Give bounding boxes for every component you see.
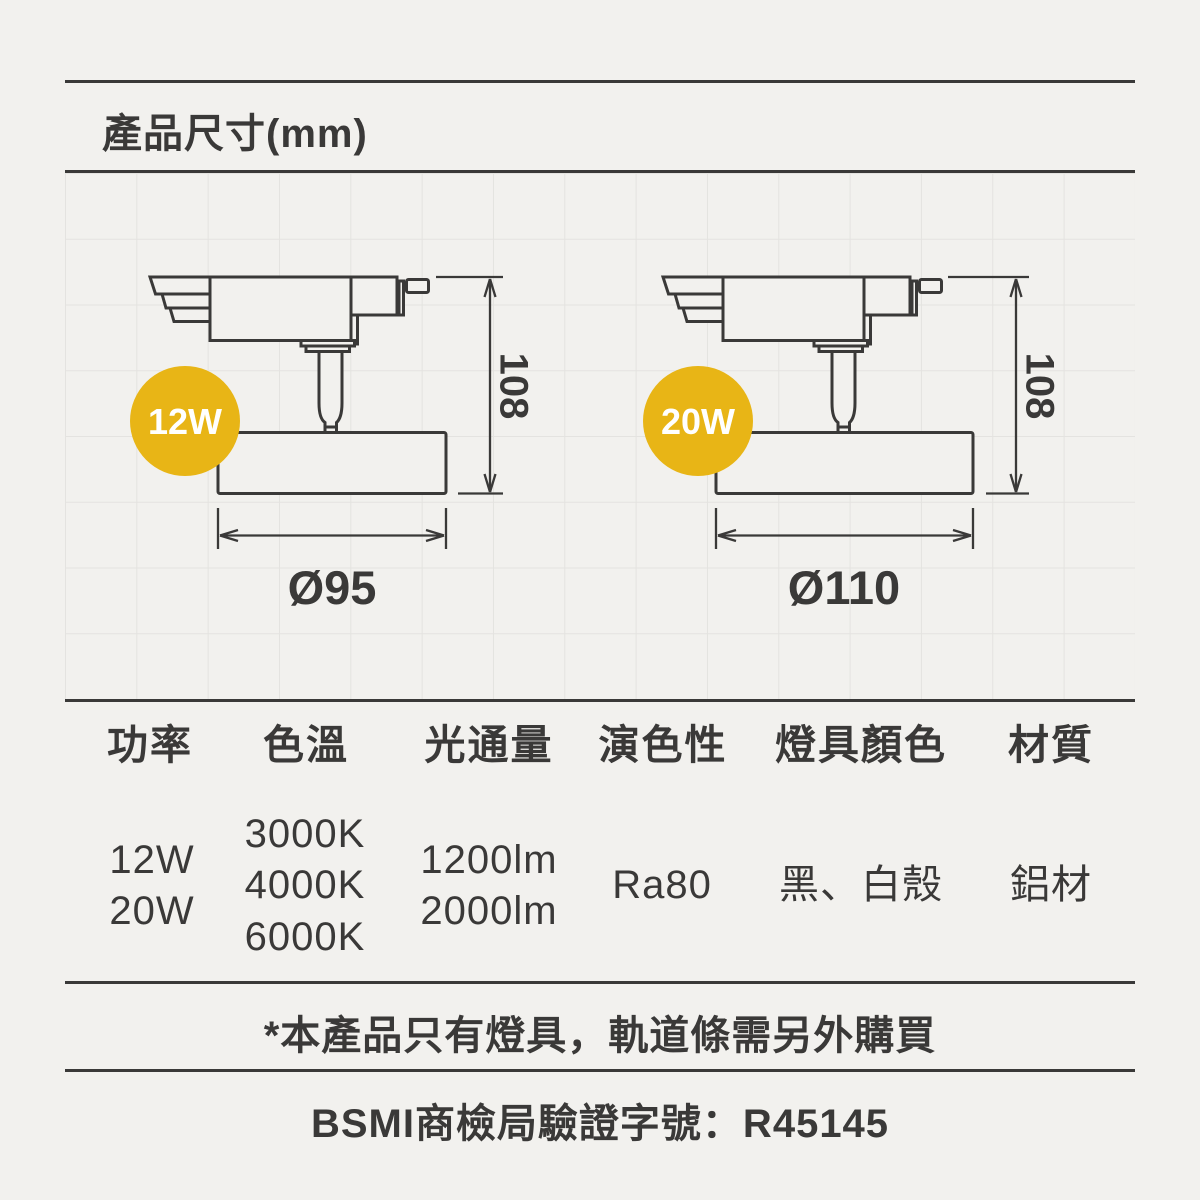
power-badge-20w: 20W	[643, 366, 753, 476]
fixture-drawing-12w: 108 Ø95 12W	[130, 275, 535, 614]
table-cell-luminous-flux: 1200lm 2000lm	[420, 790, 557, 982]
diameter-dimension-20w: Ø110	[714, 508, 975, 614]
table-header-material: 材質	[1008, 722, 1094, 768]
color-temp-option: 3000K	[244, 811, 366, 856]
fixture-color-value: 黑、白殼	[779, 863, 943, 908]
divider-top	[65, 80, 1135, 83]
table-header-power: 功率	[107, 722, 193, 768]
diameter-label-12w: Ø95	[288, 561, 377, 614]
badge-circle	[130, 366, 240, 476]
divider-table-top	[65, 699, 1135, 702]
height-dimension-12w: 108	[436, 275, 535, 495]
table-header-luminous-flux: 光通量	[424, 722, 554, 768]
table-header-cri: 演色性	[598, 722, 728, 768]
power-option: 12W	[109, 837, 195, 882]
divider-bsmi-top	[65, 1069, 1135, 1072]
color-temp-option: 4000K	[244, 863, 366, 908]
bsmi-certification: BSMI商檢局驗證字號：R45145	[310, 1102, 890, 1146]
power-option: 20W	[109, 889, 195, 933]
flux-option: 1200lm	[420, 837, 558, 882]
color-temp-option: 6000K	[244, 914, 366, 959]
table-cell-fixture-color: 黑、白殼	[779, 790, 943, 982]
table-cell-cri: Ra80	[612, 790, 712, 982]
height-label-12w: 108	[491, 353, 535, 420]
badge-label: 12W	[148, 401, 222, 442]
material-value: 鋁材	[1010, 863, 1092, 908]
height-label-20w: 108	[1017, 353, 1061, 420]
fixture-drawing-20w: 108 Ø110 20W	[643, 275, 1061, 614]
height-dimension-20w: 108	[948, 275, 1061, 495]
table-cell-material: 鋁材	[1010, 790, 1092, 982]
table-header-color-temp: 色溫	[263, 722, 349, 768]
table-header-fixture-color: 燈具顏色	[775, 722, 947, 768]
table-cell-color-temp: 3000K 4000K 6000K	[245, 790, 366, 982]
flux-option: 2000lm	[420, 889, 558, 933]
purchase-note: *本產品只有燈具，軌道條需另外購買	[263, 1014, 937, 1058]
cri-value: Ra80	[612, 863, 712, 908]
diameter-label-20w: Ø110	[788, 561, 900, 614]
lamp-head-12w	[216, 431, 448, 495]
fixture-drawings: 108 Ø95 12W	[130, 275, 1061, 614]
page-title: 產品尺寸(mm)	[102, 112, 368, 156]
diameter-dimension-12w: Ø95	[216, 508, 448, 614]
lamp-head-20w	[714, 431, 975, 495]
dimension-diagram: 108 Ø95 12W	[65, 173, 1135, 699]
power-badge-12w: 12W	[130, 366, 240, 476]
table-cell-power: 12W 20W	[109, 790, 194, 982]
badge-circle	[643, 366, 753, 476]
divider-under-title	[65, 170, 1135, 173]
divider-note-top	[65, 981, 1135, 984]
badge-label: 20W	[661, 401, 735, 442]
